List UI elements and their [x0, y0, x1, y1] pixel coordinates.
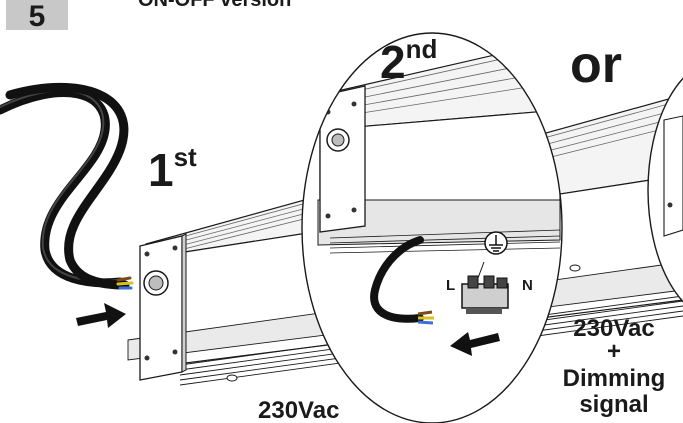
push-arrow-icon [76, 303, 126, 328]
label-first: 1st [148, 142, 197, 196]
terminal-n-label: N [522, 277, 533, 294]
ground-symbol-icon [484, 231, 508, 255]
detail-magnifier-right [647, 77, 683, 303]
power-cable [0, 83, 134, 290]
step-badge: 5 [6, 0, 68, 33]
wire-yellow [116, 281, 134, 286]
label-second: 2nd [380, 34, 437, 88]
label-second-sup: nd [406, 34, 438, 64]
supply-label-left: 230Vac [258, 397, 339, 423]
label-or: or [570, 36, 622, 94]
label-second-main: 2 [380, 36, 406, 88]
step-number: 5 [29, 0, 46, 33]
supply-right-line3: Dimming [563, 365, 666, 392]
terminal-l-label: L [446, 277, 455, 294]
version-title: ON-OFF version [138, 0, 291, 11]
label-first-main: 1 [148, 144, 174, 196]
end-cap-left [139, 233, 187, 381]
step-badge-box [6, 0, 68, 30]
detail-magnifier [301, 32, 563, 423]
supply-right-line2: + [607, 338, 621, 365]
supply-right-line4: signal [579, 391, 648, 418]
supply-label-right: 230Vac + Dimming signal [563, 315, 666, 418]
label-first-sup: st [174, 142, 197, 172]
supply-right-line1: 230Vac [573, 315, 654, 342]
wire-brown [116, 276, 132, 282]
connector-icon [461, 275, 509, 314]
